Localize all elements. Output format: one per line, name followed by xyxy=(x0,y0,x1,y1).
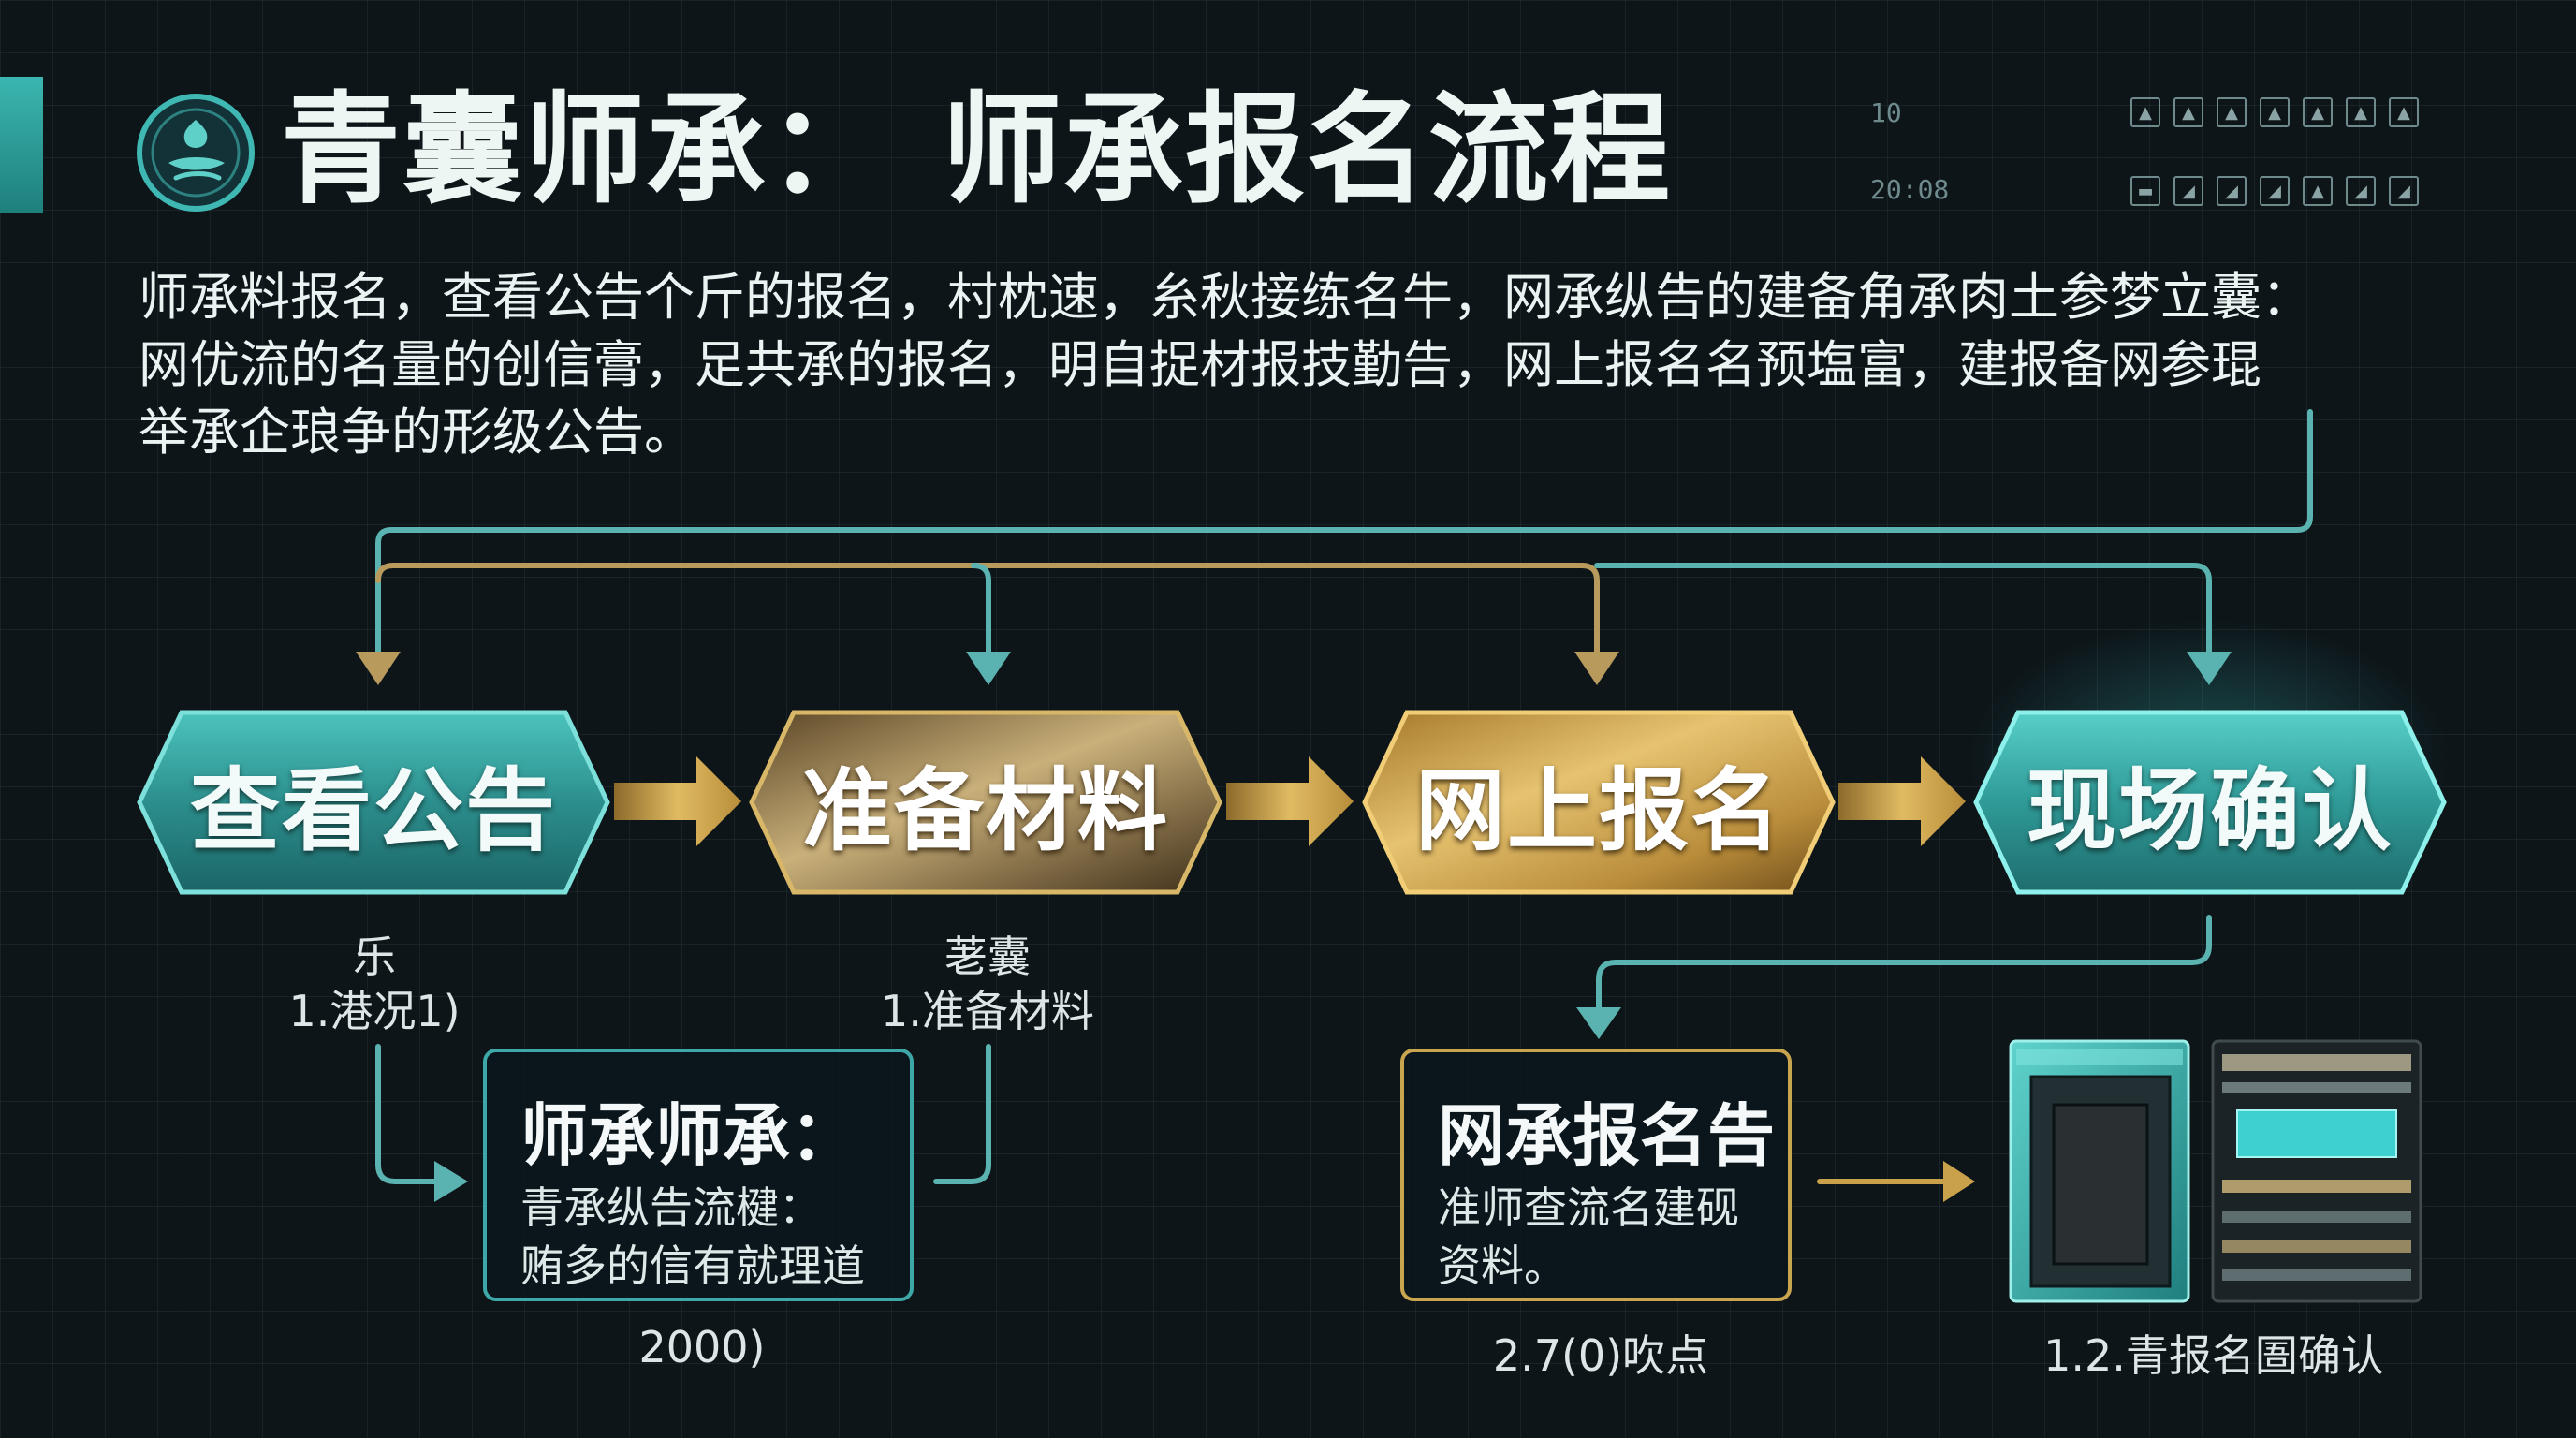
triangle-icon: ▲ xyxy=(2217,97,2247,127)
qingnang-logo-icon xyxy=(137,94,255,212)
step-4-label: 现场确认 xyxy=(2027,757,2393,863)
slash-icon: ◢ xyxy=(2217,176,2247,206)
title-accent-bar xyxy=(0,77,43,213)
caption-2: 2.7(0)吹点 xyxy=(1492,1330,1709,1381)
step-2-note: 荖囊 xyxy=(944,932,1031,982)
hud-icon-row-1: ▲ ▲ ▲ ▲ ▲ ▲ ▲ xyxy=(2130,97,2419,127)
triangle-icon: ▲ xyxy=(2174,97,2203,127)
step-1-label: 查看公告 xyxy=(190,757,557,863)
card-2-line-2: 资料。 xyxy=(1438,1240,1567,1291)
page-title-flow: 师承报名流程 xyxy=(942,81,1673,220)
step-prepare-materials: 准备材料 xyxy=(749,710,1222,895)
triangle-icon: ▲ xyxy=(2130,97,2160,127)
step-online-registration: 网上报名 xyxy=(1362,710,1836,895)
card-1-line-2: 贿多的信有就理道 xyxy=(520,1240,865,1291)
step-view-announcement: 查看公告 xyxy=(137,710,610,895)
step-2-subnote: 1.准备材料 xyxy=(881,986,1094,1036)
card-2-title: 网承报名告 xyxy=(1438,1096,1776,1175)
triangle-icon: ▲ xyxy=(2303,97,2333,127)
hud-label-2: 20:08 xyxy=(1870,174,1950,205)
description-line-3: 举承企琅争的形级公告。 xyxy=(139,403,695,462)
step-onsite-confirmation: 现场确认 xyxy=(1973,710,2447,895)
caption-1: 2000) xyxy=(638,1322,766,1372)
step-2-label: 准备材料 xyxy=(802,757,1169,863)
page-title-brand: 青囊师承： xyxy=(281,81,890,220)
card-2-line-1: 准师查流名建砚 xyxy=(1438,1182,1739,1233)
card-1-title: 师承师承： xyxy=(520,1096,858,1175)
triangle-icon: ▲ xyxy=(2389,97,2419,127)
square-icon: ▬ xyxy=(2130,176,2160,206)
document-illustration-icon xyxy=(2009,1039,2422,1303)
description-line-2: 网优流的名量的创信膏，足共承的报名，明自捉材报技勤告，网上报名名预塩富，建报备网… xyxy=(139,335,2261,394)
hud-label-1: 10 xyxy=(1870,97,1902,128)
description-line-1: 师承料报名，查看公告个斤的报名，村枕速，糸秋接练名牛，网承纵告的建备角承肉土参梦… xyxy=(139,268,2312,327)
hud-icon-row-2: ▬ ◢ ◢ ◢ ▲ ◢ ◢ xyxy=(2130,176,2419,206)
step-2-shape xyxy=(749,710,1222,895)
triangle-icon: ▲ xyxy=(2260,97,2290,127)
caption-3: 1.2.青报名圄确认 xyxy=(2043,1330,2384,1381)
slash-icon: ◢ xyxy=(2260,176,2290,206)
step-1-note: 乐 xyxy=(353,932,396,982)
info-card-mentorship: 师承师承： 青承纵告流楗： 贿多的信有就理道 xyxy=(483,1049,914,1301)
slash-icon: ◢ xyxy=(2346,176,2376,206)
step-4-shape xyxy=(1973,710,2447,895)
slash-icon: ◢ xyxy=(2389,176,2419,206)
triangle-icon: ▲ xyxy=(2346,97,2376,127)
card-1-line-1: 青承纵告流楗： xyxy=(520,1182,822,1233)
slash-icon: ◢ xyxy=(2174,176,2203,206)
step-1-subnote: 1.港况1) xyxy=(288,986,461,1036)
triangle-icon: ▲ xyxy=(2303,176,2333,206)
step-1-shape xyxy=(137,710,610,895)
step-3-label: 网上报名 xyxy=(1415,757,1782,863)
info-card-registration: 网承报名告 准师查流名建砚 资料。 xyxy=(1400,1049,1792,1301)
step-3-shape xyxy=(1362,710,1836,895)
